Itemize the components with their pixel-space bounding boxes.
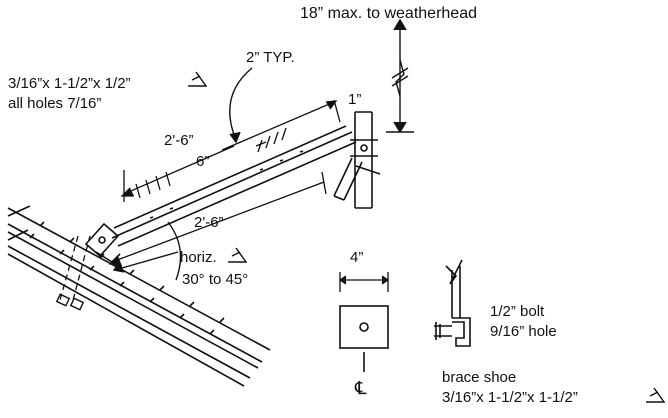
horiz-angle-arc: [112, 221, 182, 281]
angle-symbol-icon: [646, 387, 666, 403]
weatherhead-dimension: [386, 18, 414, 134]
brace-shoe-on-roof: [84, 222, 121, 264]
typ-label: 2” TYP.: [246, 49, 295, 66]
bolt-label: 1/2” bolt: [490, 303, 545, 320]
upper-dimension-line: [221, 100, 338, 153]
six-inch-dimension: [120, 145, 235, 202]
hole-label: 9/16” hole: [490, 323, 557, 340]
brace-shoe-side-view: [434, 259, 471, 347]
brace-member: [111, 125, 357, 247]
shoe-size-label: 3/16”x 1-1/2”x 1-1/2”: [442, 389, 578, 406]
lower-2ft6-label: 2'-6”: [194, 214, 224, 231]
brace-shoe-front-view: [339, 305, 389, 372]
angle-range-label: 30° to 45°: [182, 271, 248, 288]
one-inch-label: 1”: [348, 91, 361, 108]
four-inch-dimension: [338, 272, 390, 292]
upper-2ft6-label: 2'-6”: [164, 132, 194, 149]
angle-symbol-icon: [188, 71, 208, 87]
typ-leader: [229, 67, 253, 144]
horiz-label: horiz.: [180, 249, 217, 266]
service-mast: [333, 111, 381, 209]
roof-bolt-hidden-lines: [59, 235, 91, 305]
angle-symbol-icon: [228, 247, 248, 263]
angle-size-label: 3/16”x 1-1/2”x 1/2”: [8, 75, 131, 92]
roof-bolt-nuts: [55, 293, 85, 311]
weatherhead-label: 18” max. to weatherhead: [300, 5, 477, 22]
roof-slope: [7, 205, 271, 387]
centerline-symbol: ℄: [354, 378, 367, 398]
four-inch-label: 4”: [350, 249, 363, 266]
six-inch-label: 6”: [196, 153, 209, 170]
brace-shoe-label: brace shoe: [442, 369, 516, 386]
lower-dimension-line: [108, 171, 327, 267]
one-inch-leader: [333, 99, 341, 123]
all-holes-label: all holes 7/16”: [8, 95, 101, 112]
